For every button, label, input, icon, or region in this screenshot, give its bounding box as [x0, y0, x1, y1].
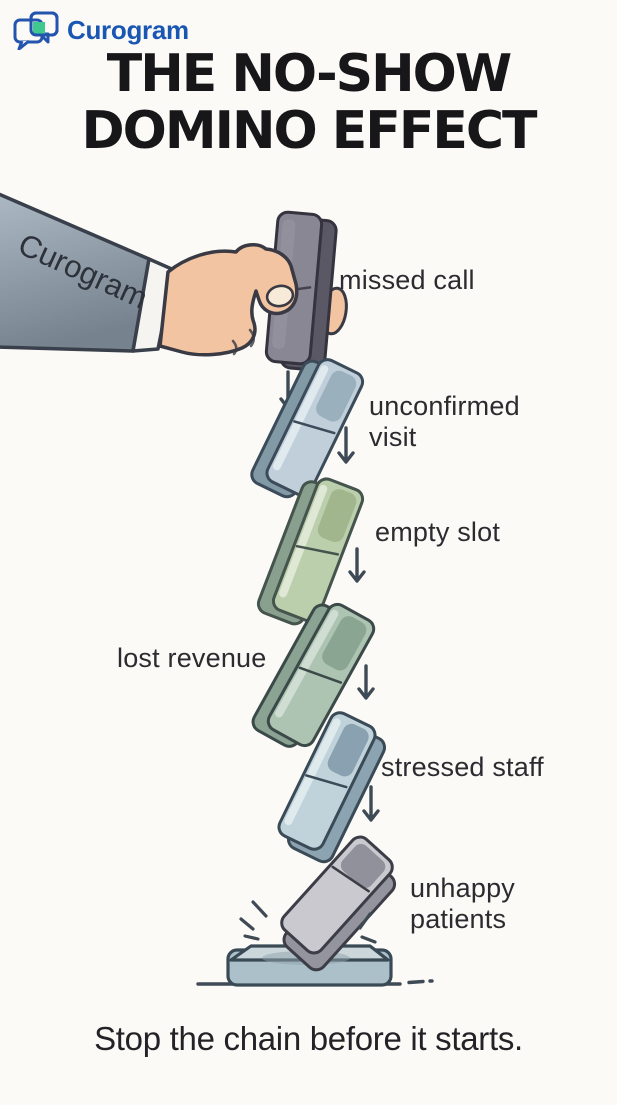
title-line-2: DOMINO EFFECT	[81, 101, 537, 161]
label-unconfirmed-visit: unconfirmed visit	[369, 391, 520, 452]
down-arrow-4	[357, 664, 375, 700]
title-line-1: THE NO-SHOW	[106, 44, 512, 104]
caption: Stop the chain before it starts.	[94, 1020, 523, 1057]
label-lost-revenue: lost revenue	[117, 643, 267, 673]
domino-lost-revenue	[251, 602, 376, 748]
down-arrow-3	[348, 547, 366, 583]
brand-name: Curogram	[67, 14, 189, 45]
page-title: THE NO-SHOW DOMINO EFFECT	[0, 46, 617, 160]
finger-creases	[231, 328, 255, 356]
down-arrow-2	[337, 426, 355, 464]
thumb-nail	[265, 284, 295, 308]
label-stressed-staff: stressed staff	[381, 752, 544, 782]
domino-unhappy-patients	[280, 835, 397, 972]
brand-logo: Curogram	[12, 10, 189, 50]
chat-bubbles-icon	[13, 11, 59, 50]
hand	[158, 243, 299, 357]
label-unhappy-patients: unhappy patients	[410, 873, 515, 934]
down-arrow-5	[362, 785, 380, 822]
impact-lines	[239, 900, 377, 944]
label-empty-slot: empty slot	[375, 517, 501, 547]
domino-empty-slot	[256, 477, 365, 626]
arm: Curogram	[0, 192, 299, 357]
cuff	[131, 257, 176, 353]
domino-unconfirmed-visit	[250, 358, 365, 499]
domino-stressed-staff	[277, 711, 387, 864]
label-missed-call: missed call	[339, 265, 475, 295]
